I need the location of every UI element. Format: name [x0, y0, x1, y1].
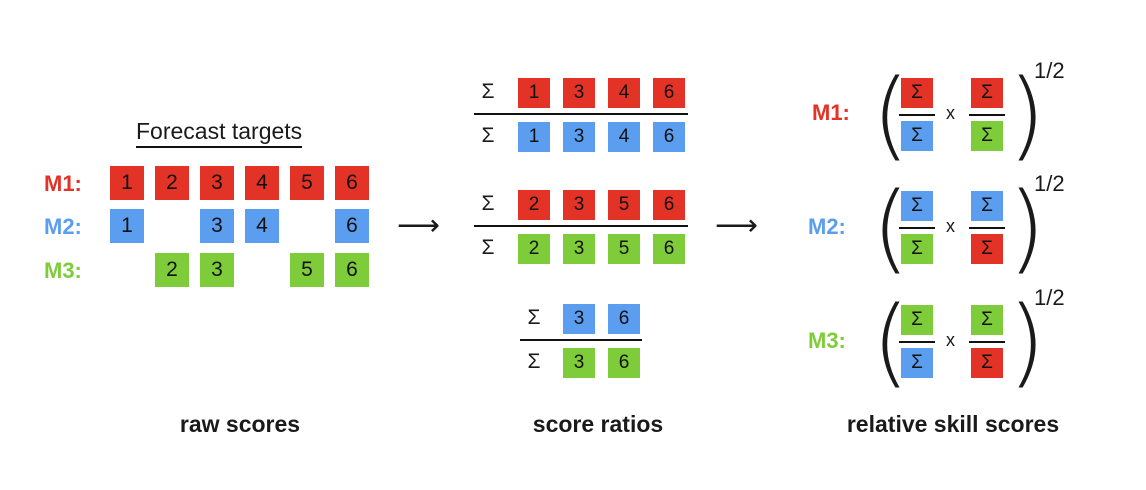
sigma-box: Σ: [901, 234, 933, 264]
sigma-box: Σ: [971, 191, 1003, 221]
right-paren: ): [1008, 286, 1046, 398]
ratio-box: 3: [563, 78, 595, 108]
sigma-symbol: Σ: [481, 236, 495, 259]
ratio-box: 6: [653, 190, 685, 220]
fraction-bar: [474, 113, 688, 115]
ratio-box: 1: [518, 78, 550, 108]
target-box: 1: [110, 209, 144, 243]
ratio-box: 6: [608, 304, 640, 334]
ratio-box: 5: [608, 190, 640, 220]
model-label-m2: M2:: [808, 214, 846, 239]
ratio-box: 3: [563, 122, 595, 152]
target-box: 6: [335, 253, 369, 287]
sigma-symbol: Σ: [527, 350, 541, 373]
fraction-bar: [520, 339, 642, 341]
target-box: 3: [200, 209, 234, 243]
times-symbol: x: [946, 103, 955, 123]
target-box: 6: [335, 209, 369, 243]
target-box: 5: [290, 166, 324, 200]
caption-raw-scores: raw scores: [179, 411, 301, 437]
target-box: 2: [155, 166, 189, 200]
arrow-icon: ⟶: [715, 209, 759, 242]
fraction-bar: [969, 114, 1005, 116]
sigma-box: Σ: [901, 78, 933, 108]
arrow-icon: ⟶: [397, 209, 441, 242]
target-box: 3: [200, 166, 234, 200]
right-paren: ): [1008, 172, 1046, 284]
fraction-bar: [969, 341, 1005, 343]
model-label-m2: M2:: [44, 214, 82, 239]
model-label-m3: M3:: [808, 328, 846, 353]
sigma-box: Σ: [971, 305, 1003, 335]
exponent: 1/2: [1034, 285, 1065, 310]
sigma-box: Σ: [901, 348, 933, 378]
ratio-box: 3: [563, 348, 595, 378]
sigma-box: Σ: [901, 121, 933, 151]
ratio-box: 2: [518, 190, 550, 220]
ratio-box: 1: [518, 122, 550, 152]
fraction-bar: [899, 227, 935, 229]
ratio-box: 3: [563, 190, 595, 220]
model-label-m3: M3:: [44, 258, 82, 283]
ratio-box: 5: [608, 234, 640, 264]
target-box: 4: [245, 166, 279, 200]
target-box: 3: [200, 253, 234, 287]
ratio-box: 3: [563, 304, 595, 334]
target-box: 4: [245, 209, 279, 243]
sigma-box: Σ: [971, 78, 1003, 108]
caption-score-ratios: score ratios: [532, 411, 664, 437]
ratio-box: 6: [653, 122, 685, 152]
sigma-box: Σ: [901, 305, 933, 335]
ratio-box: 4: [608, 78, 640, 108]
sigma-symbol: Σ: [527, 306, 541, 329]
exponent: 1/2: [1034, 58, 1065, 83]
ratio-box: 6: [653, 78, 685, 108]
forecast-targets-title: Forecast targets: [136, 118, 303, 148]
sigma-box: Σ: [971, 234, 1003, 264]
sigma-box: Σ: [971, 348, 1003, 378]
ratio-box: 6: [653, 234, 685, 264]
fraction-bar: [969, 227, 1005, 229]
sigma-symbol: Σ: [481, 192, 495, 215]
target-box: 6: [335, 166, 369, 200]
times-symbol: x: [946, 330, 955, 350]
sigma-symbol: Σ: [481, 80, 495, 103]
model-label-m1: M1:: [812, 100, 850, 125]
fraction-bar: [899, 114, 935, 116]
target-box: 1: [110, 166, 144, 200]
model-label-m1: M1:: [44, 171, 82, 196]
caption-relative-skill-scores: relative skill scores: [846, 411, 1060, 437]
ratio-box: 3: [563, 234, 595, 264]
target-box: 5: [290, 253, 324, 287]
target-box: 2: [155, 253, 189, 287]
sigma-symbol: Σ: [481, 124, 495, 147]
ratio-box: 6: [608, 348, 640, 378]
right-paren: ): [1008, 59, 1046, 171]
exponent: 1/2: [1034, 171, 1065, 196]
fraction-bar: [899, 341, 935, 343]
ratio-box: 4: [608, 122, 640, 152]
sigma-box: Σ: [971, 121, 1003, 151]
sigma-box: Σ: [901, 191, 933, 221]
fraction-bar: [474, 225, 688, 227]
times-symbol: x: [946, 216, 955, 236]
ratio-box: 2: [518, 234, 550, 264]
